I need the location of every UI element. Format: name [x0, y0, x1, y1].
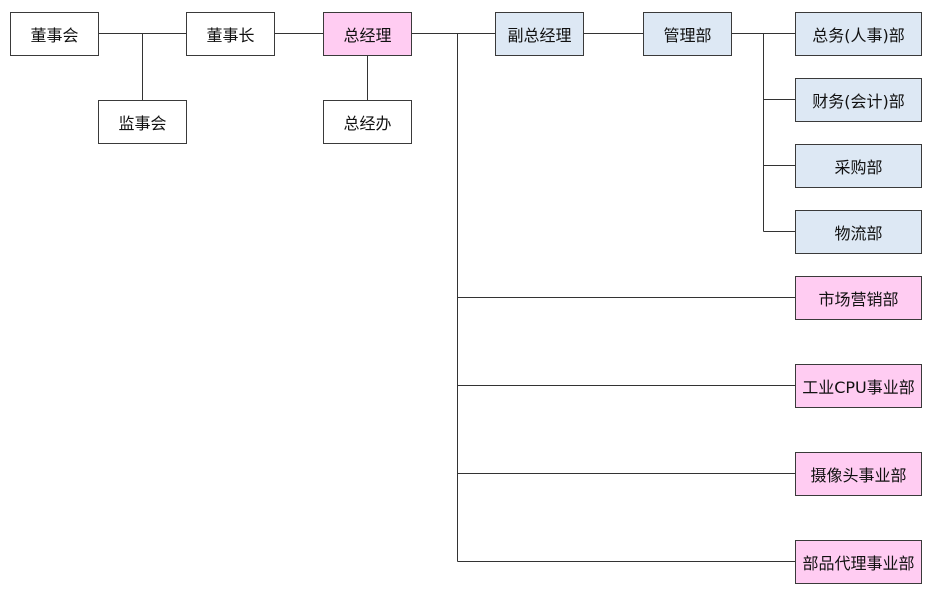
node-deputy-gm[interactable]: 副总经理	[495, 12, 584, 56]
node-camera[interactable]: 摄像头事业部	[795, 452, 922, 496]
node-general-manager[interactable]: 总经理	[323, 12, 412, 56]
node-chairman[interactable]: 董事长	[186, 12, 275, 56]
node-gm-office[interactable]: 总经办	[323, 100, 412, 144]
node-finance[interactable]: 财务(会计)部	[795, 78, 922, 122]
node-purchasing[interactable]: 采购部	[795, 144, 922, 188]
node-general-affairs[interactable]: 总务(人事)部	[795, 12, 922, 56]
node-marketing[interactable]: 市场营销部	[795, 276, 922, 320]
node-logistics[interactable]: 物流部	[795, 210, 922, 254]
node-board[interactable]: 董事会	[10, 12, 99, 56]
node-parts-agency[interactable]: 部品代理事业部	[795, 540, 922, 584]
node-industrial-cpu[interactable]: 工业CPU事业部	[795, 364, 922, 408]
node-management-dept[interactable]: 管理部	[643, 12, 732, 56]
node-supervisors[interactable]: 监事会	[98, 100, 187, 144]
